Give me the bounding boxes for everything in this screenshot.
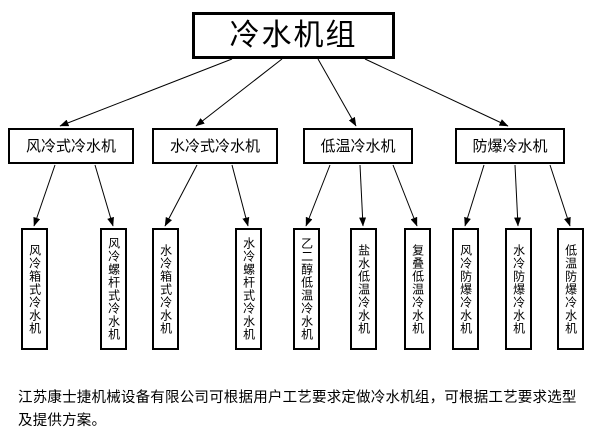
leaf-node-label: 复叠低温冷水机	[410, 244, 424, 335]
category-node-label: 水冷式冷水机	[170, 139, 260, 154]
edge-category-3-to-leaf-8	[515, 165, 518, 226]
edge-category-1-to-leaf-2	[165, 165, 197, 226]
edge-category-0-to-leaf-0	[34, 165, 55, 226]
root-node-chiller-unit[interactable]: 冷水机组	[192, 12, 395, 59]
leaf-node-label: 风冷箱式冷水机	[27, 244, 41, 335]
leaf-node-7[interactable]: 风冷防爆冷水机	[452, 228, 479, 350]
edge-category-0-to-leaf-1	[95, 165, 113, 226]
leaf-node-label: 水冷箱式冷水机	[158, 244, 172, 335]
edge-category-3-to-leaf-7	[465, 165, 484, 226]
leaf-node-5[interactable]: 盐水低温冷水机	[350, 228, 377, 350]
category-node-0[interactable]: 风冷式冷水机	[8, 128, 134, 164]
leaf-node-8[interactable]: 水冷防爆冷水机	[505, 228, 532, 350]
chiller-category-diagram: 冷水机组风冷式冷水机 水冷式冷水机 低温冷水机 防爆冷水机风冷箱式冷水机 风冷螺杆式冷水…	[0, 0, 600, 425]
leaf-node-4[interactable]: 乙二醇低温冷水机	[293, 228, 320, 350]
leaf-node-1[interactable]: 风冷螺杆式冷水机	[100, 228, 127, 350]
leaf-node-label: 盐水低温冷水机	[356, 244, 370, 335]
leaf-node-label: 风冷螺杆式冷水机	[106, 237, 120, 341]
edge-root-to-category-1	[196, 59, 282, 126]
category-node-3[interactable]: 防爆冷水机	[455, 128, 565, 164]
category-node-label: 防爆冷水机	[472, 139, 547, 154]
leaf-node-6[interactable]: 复叠低温冷水机	[404, 228, 431, 350]
leaf-node-label: 水冷螺杆式冷水机	[241, 237, 255, 341]
edge-root-to-category-0	[60, 59, 232, 126]
edge-category-2-to-leaf-6	[393, 165, 417, 226]
leaf-node-9[interactable]: 低温防爆冷水机	[557, 228, 584, 350]
leaf-node-label: 水冷防爆冷水机	[511, 244, 525, 335]
edge-category-1-to-leaf-3	[232, 165, 248, 226]
leaf-node-label: 乙二醇低温冷水机	[299, 237, 313, 341]
category-node-2[interactable]: 低温冷水机	[303, 128, 413, 164]
leaf-node-label: 风冷防爆冷水机	[458, 244, 472, 335]
category-node-label: 风冷式冷水机	[26, 139, 116, 154]
leaf-node-3[interactable]: 水冷螺杆式冷水机	[235, 228, 262, 350]
edge-category-2-to-leaf-5	[360, 165, 363, 226]
leaf-node-label: 低温防爆冷水机	[563, 244, 577, 335]
category-node-label: 低温冷水机	[320, 139, 395, 154]
edge-root-to-category-3	[365, 59, 508, 126]
leaf-node-0[interactable]: 风冷箱式冷水机	[21, 228, 48, 350]
edge-category-2-to-leaf-4	[306, 165, 330, 226]
footer-note: 江苏康士捷机械设备有限公司可根据用户工艺要求定做冷水机组，可根据工艺要求选型及提…	[18, 387, 584, 434]
root-node-label: 冷水机组	[230, 21, 358, 51]
edge-root-to-category-2	[318, 59, 356, 126]
category-node-1[interactable]: 水冷式冷水机	[152, 128, 278, 164]
connector-layer	[0, 0, 600, 425]
edge-category-3-to-leaf-9	[550, 165, 570, 226]
leaf-node-2[interactable]: 水冷箱式冷水机	[152, 228, 179, 350]
